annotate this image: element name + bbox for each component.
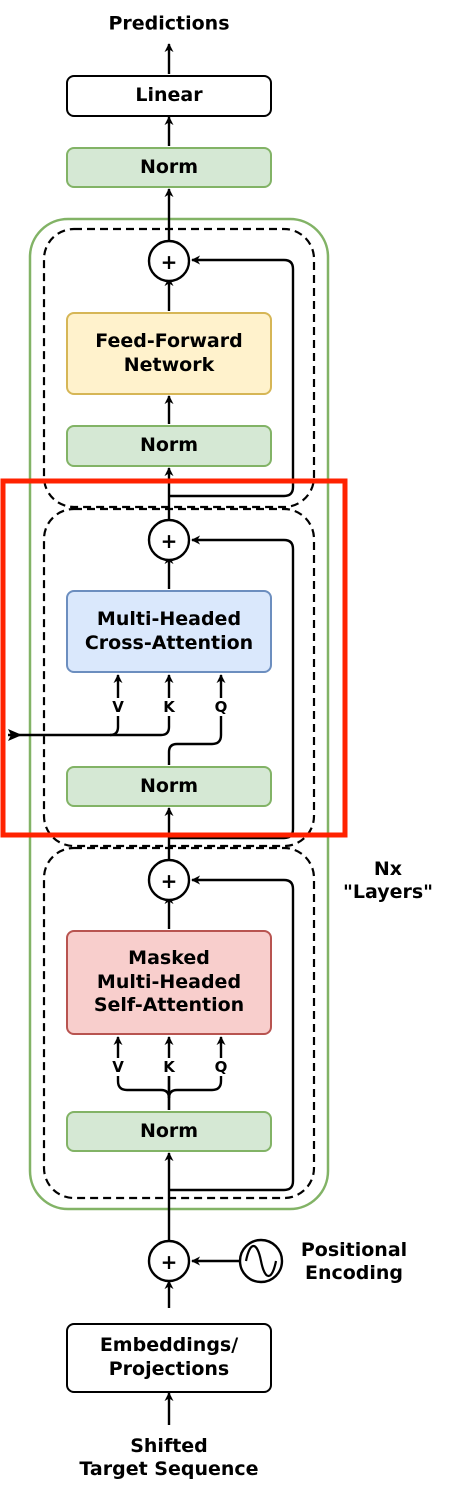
self-v-label: V [110, 1058, 126, 1076]
masked-self-attention-box: Masked Multi-Headed Self-Attention [66, 930, 272, 1035]
self-attention-sublayer-outline [42, 846, 316, 1200]
predictions-label: Predictions [108, 12, 230, 35]
embeddings-box: Embeddings/ Projections [66, 1323, 272, 1393]
sine-wave-icon [238, 1238, 284, 1284]
nx-layers-label: Nx "Layers" [342, 858, 434, 903]
self-add-circle [147, 858, 191, 902]
encoder-input-arrowhead [8, 729, 22, 741]
cross-q-label: Q [212, 698, 230, 716]
self-norm-box: Norm [66, 1111, 272, 1152]
ffn-norm-box: Norm [66, 425, 272, 467]
highlight-cross-attention-frame [0, 478, 348, 838]
ffn-add-circle [147, 239, 191, 283]
input-add-circle [147, 1239, 191, 1283]
feed-forward-network-box: Feed-Forward Network [66, 312, 272, 395]
cross-attention-box: Multi-Headed Cross-Attention [66, 590, 272, 673]
linear-box: Linear [66, 75, 272, 117]
ffn-add-symbol: + [160, 250, 178, 274]
cross-norm-box: Norm [66, 766, 272, 807]
self-add-symbol: + [160, 869, 178, 893]
cross-attention-sublayer-outline [42, 507, 316, 848]
ffn-sublayer-outline [42, 227, 316, 509]
cross-add-circle [147, 518, 191, 562]
positional-encoding-label: Positional Encoding [300, 1239, 408, 1284]
shifted-target-sequence-label: Shifted Target Sequence [79, 1435, 259, 1480]
self-k-label: K [161, 1058, 177, 1076]
input-add-symbol: + [160, 1250, 178, 1274]
cross-v-label: V [110, 698, 126, 716]
main-connectors [8, 43, 295, 1425]
self-q-label: Q [212, 1058, 230, 1076]
cross-add-symbol: + [160, 529, 178, 553]
cross-k-label: K [161, 698, 177, 716]
final-norm-box: Norm [66, 147, 272, 188]
layer-group-outline [28, 217, 330, 1211]
